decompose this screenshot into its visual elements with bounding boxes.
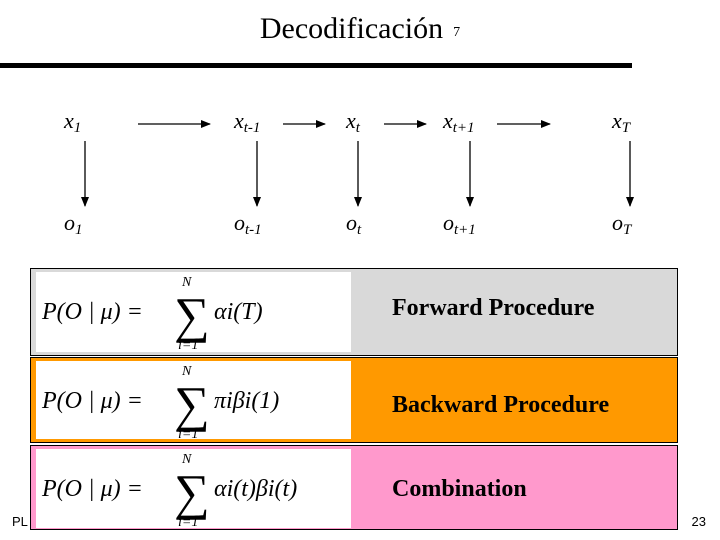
backward-procedure-label: Backward Procedure xyxy=(392,392,610,418)
backward-formula-sum-sign: ∑ xyxy=(174,376,210,432)
state-node-5-base: x xyxy=(612,108,622,133)
backward-formula-lhs: P(O | μ) = xyxy=(41,388,143,414)
state-node-1-base: x xyxy=(64,108,74,133)
observation-node-5-base: o xyxy=(612,210,623,235)
combination-formula: P(O | μ) = N ∑ i=1 αi(t)βi(t) xyxy=(36,449,351,530)
state-node-1-sub: 1 xyxy=(73,120,82,136)
combination-formula-lhs: P(O | μ) = xyxy=(41,476,143,502)
observation-node-3: ot xyxy=(346,210,361,239)
observation-node-2: ot-1 xyxy=(234,210,262,239)
state-node-5-sub: T xyxy=(621,120,631,136)
state-node-2-base: x xyxy=(234,108,244,133)
title-rule xyxy=(0,63,632,68)
state-node-3-sub: t xyxy=(355,120,360,136)
footer-left-text: PL xyxy=(12,514,28,529)
state-node-2-sub: t-1 xyxy=(243,120,261,136)
combination-formula-sum-bottom: i=1 xyxy=(178,515,198,530)
observation-node-5-sub: T xyxy=(623,222,632,238)
state-node-4: xt+1 xyxy=(443,108,475,137)
observation-node-1-base: o xyxy=(64,210,75,235)
backward-formula-sum-top: N xyxy=(181,364,192,379)
observation-node-3-base: o xyxy=(346,210,357,235)
observation-node-2-sub: t-1 xyxy=(245,222,262,238)
observation-node-5: oT xyxy=(612,210,631,239)
forward-formula-sum-top: N xyxy=(181,275,192,290)
state-node-4-sub: t+1 xyxy=(452,120,475,136)
forward-formula-sum-sign: ∑ xyxy=(174,287,210,343)
forward-procedure-label: Forward Procedure xyxy=(392,295,595,321)
state-node-1: x1 xyxy=(64,108,81,137)
forward-formula-term: αi(T) xyxy=(214,299,263,325)
combination-formula-sum-sign: ∑ xyxy=(174,464,210,520)
combination-formula-term: αi(t)βi(t) xyxy=(214,476,297,502)
observation-node-1-sub: 1 xyxy=(75,222,83,238)
backward-formula: P(O | μ) = N ∑ i=1 πiβi(1) xyxy=(36,361,351,442)
state-node-4-base: x xyxy=(443,108,453,133)
observation-node-4: ot+1 xyxy=(443,210,476,239)
observation-node-4-base: o xyxy=(443,210,454,235)
combination-label: Combination xyxy=(392,476,527,502)
state-node-2: xt-1 xyxy=(234,108,260,137)
observation-node-3-sub: t xyxy=(357,222,362,238)
state-node-3: xt xyxy=(346,108,360,137)
slide-title-text: Decodificación xyxy=(259,12,444,45)
slide-title-number: 7 xyxy=(453,25,461,40)
combination-formula-sum-top: N xyxy=(181,452,192,467)
backward-formula-sum-bottom: i=1 xyxy=(178,427,198,442)
state-node-5: xT xyxy=(612,108,630,137)
slide-title: Decodificación 7 xyxy=(0,12,720,46)
forward-formula: P(O | μ) = N ∑ i=1 αi(T) xyxy=(36,272,351,353)
observation-node-1: o1 xyxy=(64,210,83,239)
page-number: 23 xyxy=(691,514,706,529)
forward-formula-sum-bottom: i=1 xyxy=(178,338,198,353)
forward-formula-lhs: P(O | μ) = xyxy=(41,299,143,325)
observation-node-2-base: o xyxy=(234,210,245,235)
state-node-3-base: x xyxy=(346,108,356,133)
observation-node-4-sub: t+1 xyxy=(454,222,476,238)
backward-formula-term: πiβi(1) xyxy=(214,388,279,414)
